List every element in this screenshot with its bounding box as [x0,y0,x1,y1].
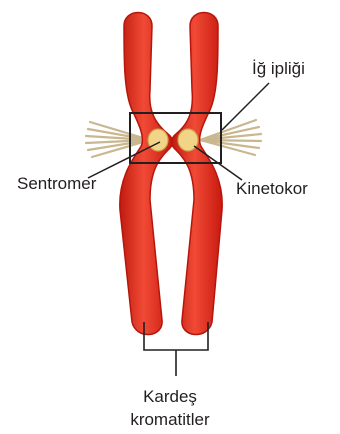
centromere-label: Sentromer [17,175,96,192]
kinetochore-label: Kinetokor [236,180,308,197]
sister-chromatids-label-line1: Kardeş [0,385,340,408]
sister-chromatids-label-line2: kromatitler [0,408,340,431]
spindle-fibers-right [200,120,261,155]
spindle-fiber-label: İğ ipliği [252,60,305,77]
kinetochore-right [178,129,198,151]
sister-chromatids-label: Kardeş kromatitler [0,385,340,431]
kinetochore-left [148,129,168,151]
chromatid-left [120,13,173,335]
chromatid-right [172,13,223,335]
